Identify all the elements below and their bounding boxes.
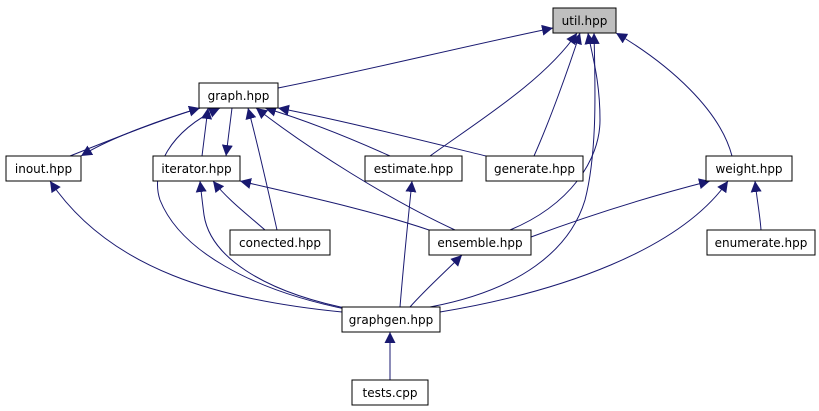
node-enumerate-hpp[interactable]: enumerate.hpp (706, 229, 816, 256)
node-label: graph.hpp (208, 89, 270, 103)
edge-graph-to-iterator (221, 107, 233, 157)
edge-enumerate-to-weight (750, 180, 762, 231)
edge-iterator-to-graph (201, 107, 213, 157)
edge-graphgen-to-estimate (399, 180, 417, 308)
node-label: tests.cpp (363, 386, 418, 400)
edge-generate-to-util (533, 32, 582, 157)
node-label: ensemble.hpp (437, 236, 522, 250)
node-label: enumerate.hpp (715, 236, 808, 250)
edge-ensemble-to-weight (530, 178, 711, 238)
edge-estimate-to-graph (264, 105, 391, 157)
edge-conected-to-graph (245, 107, 278, 231)
edge-inout-to-graph (69, 105, 201, 157)
edge-graphgen-to-util (429, 32, 600, 308)
edge-conected-to-iterator (212, 180, 266, 231)
node-label: conected.hpp (239, 236, 321, 250)
node-generate-hpp[interactable]: generate.hpp (485, 155, 584, 182)
node-label: weight.hpp (715, 162, 782, 176)
edge-graphgen-to-iterator (195, 180, 356, 311)
edge-graphgen-to-inout (49, 180, 343, 313)
edge-graphgen-to-graph (157, 107, 351, 311)
node-graph-hpp[interactable]: graph.hpp (198, 82, 279, 109)
node-label: graphgen.hpp (349, 313, 433, 327)
node-tests-cpp[interactable]: tests.cpp (351, 379, 429, 406)
node-conected-hpp[interactable]: conected.hpp (229, 229, 331, 256)
node-iterator-hpp[interactable]: iterator.hpp (152, 155, 241, 182)
node-util-hpp[interactable]: util.hpp (552, 7, 617, 34)
node-label: inout.hpp (15, 162, 72, 176)
edge-ensemble-to-graph (255, 107, 456, 231)
node-label: util.hpp (562, 14, 608, 28)
node-estimate-hpp[interactable]: estimate.hpp (364, 155, 463, 182)
edge-graphgen-to-weight (439, 180, 729, 313)
edge-ensemble-to-util (509, 32, 601, 231)
edge-estimate-to-util (429, 32, 578, 157)
edge-graphgen-to-ensemble (409, 254, 463, 308)
edge-generate-to-graph (277, 104, 487, 157)
node-inout-hpp[interactable]: inout.hpp (5, 155, 82, 182)
edge-graph-to-util (277, 24, 554, 89)
node-label: generate.hpp (494, 162, 575, 176)
node-ensemble-hpp[interactable]: ensemble.hpp (428, 229, 532, 256)
node-graphgen-hpp[interactable]: graphgen.hpp (341, 306, 441, 333)
dependency-edges (49, 24, 762, 380)
edge-weight-to-util (615, 32, 733, 157)
file-nodes: util.hpp graph.hpp inout.hpp iterator.hp… (5, 7, 816, 406)
node-label: iterator.hpp (161, 162, 231, 176)
edge-graph-to-inout (80, 107, 201, 157)
edge-ensemble-to-iterator (239, 178, 430, 231)
node-label: estimate.hpp (374, 162, 453, 176)
node-weight-hpp[interactable]: weight.hpp (705, 155, 793, 182)
